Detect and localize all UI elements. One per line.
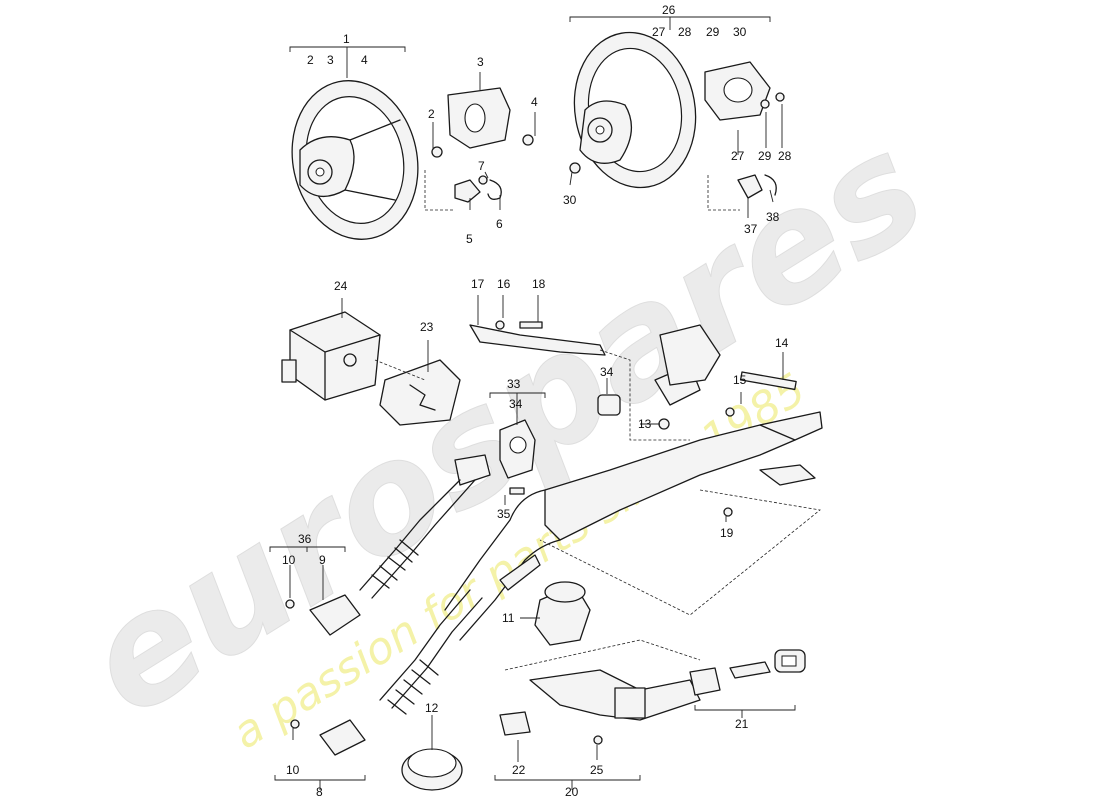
steering-wheel-right bbox=[573, 31, 697, 189]
callout-30: 30 bbox=[733, 25, 747, 39]
cover-cap bbox=[401, 748, 463, 791]
callout-4: 4 bbox=[531, 95, 538, 109]
callout-36: 36 bbox=[298, 532, 312, 546]
callout-3: 3 bbox=[327, 53, 334, 67]
callout-10: 10 bbox=[282, 553, 296, 567]
steering-column bbox=[444, 324, 823, 641]
callout-14: 14 bbox=[775, 336, 789, 350]
callout-1: 1 bbox=[343, 32, 350, 46]
callout-21: 21 bbox=[735, 717, 749, 731]
callout-30: 30 bbox=[563, 193, 577, 207]
callout-28: 28 bbox=[678, 25, 692, 39]
callout-5: 5 bbox=[466, 232, 473, 246]
leader-lines bbox=[269, 16, 796, 790]
callout-27: 27 bbox=[731, 149, 745, 163]
callout-9: 9 bbox=[319, 553, 326, 567]
callout-29: 29 bbox=[706, 25, 720, 39]
callout-13: 13 bbox=[638, 417, 652, 431]
callout-11: 11 bbox=[502, 611, 515, 625]
callout-20: 20 bbox=[565, 785, 579, 799]
control-unit bbox=[281, 311, 461, 426]
callout-29: 29 bbox=[758, 149, 772, 163]
callout-33: 33 bbox=[507, 377, 521, 391]
callout-35: 35 bbox=[497, 507, 511, 521]
callout-34: 34 bbox=[600, 365, 614, 379]
steering-wheel-left bbox=[291, 80, 419, 240]
callout-27: 27 bbox=[652, 25, 666, 39]
callout-8: 8 bbox=[316, 785, 323, 799]
callout-34: 34 bbox=[509, 397, 523, 411]
multifunction-bracket-left bbox=[431, 87, 534, 203]
airbag-module-right bbox=[569, 61, 785, 199]
callout-18: 18 bbox=[532, 277, 546, 291]
rubber-boot bbox=[534, 581, 591, 646]
callout-37: 37 bbox=[744, 222, 758, 236]
callout-3: 3 bbox=[477, 55, 484, 69]
callout-22: 22 bbox=[512, 763, 526, 777]
ignition-lock-set bbox=[499, 649, 806, 745]
callout-2: 2 bbox=[428, 107, 435, 121]
callout-7: 7 bbox=[478, 159, 485, 173]
callout-17: 17 bbox=[471, 277, 485, 291]
callout-numbers: 1 2 3 4 3 2 4 7 5 6 26 27 28 29 30 27 29… bbox=[282, 3, 792, 799]
callout-23: 23 bbox=[420, 320, 434, 334]
callout-10: 10 bbox=[286, 763, 300, 777]
callout-15: 15 bbox=[733, 373, 747, 387]
callout-16: 16 bbox=[497, 277, 511, 291]
callout-19: 19 bbox=[720, 526, 734, 540]
support-strut bbox=[469, 320, 606, 356]
callout-12: 12 bbox=[425, 701, 439, 715]
callout-6: 6 bbox=[496, 217, 503, 231]
callout-25: 25 bbox=[590, 763, 604, 777]
intermediate-shaft-lower bbox=[290, 554, 541, 756]
callout-2: 2 bbox=[307, 53, 314, 67]
callout-28: 28 bbox=[778, 149, 792, 163]
dashed-guides bbox=[374, 170, 821, 671]
callout-38: 38 bbox=[766, 210, 780, 224]
callout-26: 26 bbox=[662, 3, 676, 17]
intermediate-shaft-upper bbox=[285, 454, 491, 636]
callout-4: 4 bbox=[361, 53, 368, 67]
sensor-assembly bbox=[499, 394, 621, 495]
callout-24: 24 bbox=[334, 279, 348, 293]
